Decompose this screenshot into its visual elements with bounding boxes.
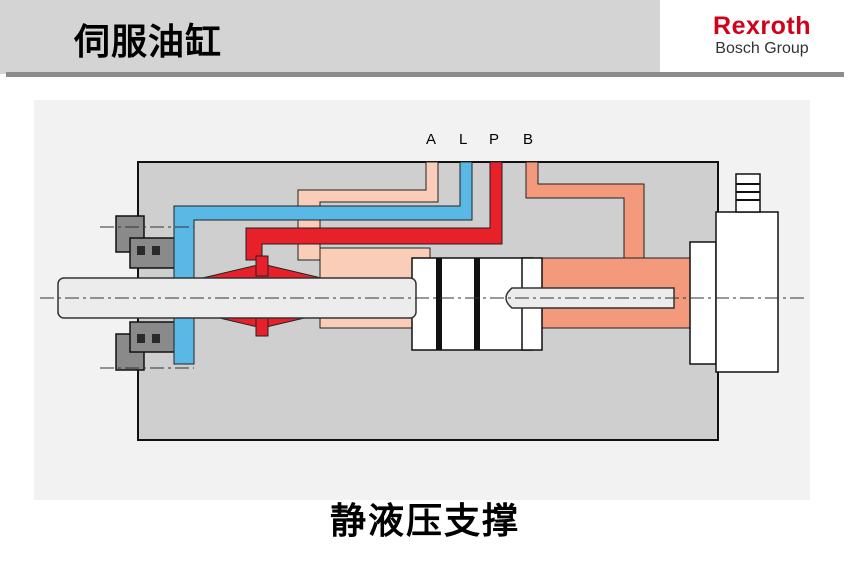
connector-threads: [736, 183, 760, 201]
sensor-housing: [715, 211, 779, 373]
piston-rod: [57, 277, 417, 319]
piston-land-2: [474, 258, 480, 350]
seal-rings: [137, 246, 160, 343]
port-label-A: A: [426, 131, 436, 148]
logo-subtitle: Bosch Group: [715, 40, 809, 57]
port-label-L: L: [459, 131, 467, 148]
servo-cylinder-diagram: A L P B: [34, 100, 810, 500]
diagram-caption: 静液压支撑: [329, 500, 520, 542]
bearing-feed-lower: [255, 315, 269, 337]
port-label-P: P: [489, 131, 499, 148]
rear-end-cap: [689, 241, 717, 365]
port-label-B: B: [523, 131, 533, 148]
piston-land-1: [436, 258, 442, 350]
brand-logo: Rexroth Bosch Group: [692, 14, 832, 58]
bearing-feed-upper: [255, 255, 269, 277]
header-rule: [6, 72, 844, 77]
logo-wordmark: Rexroth: [713, 12, 811, 40]
header-band: [0, 0, 660, 74]
oil-passage-L: [173, 161, 473, 365]
page-title: 伺服油缸: [74, 21, 223, 63]
